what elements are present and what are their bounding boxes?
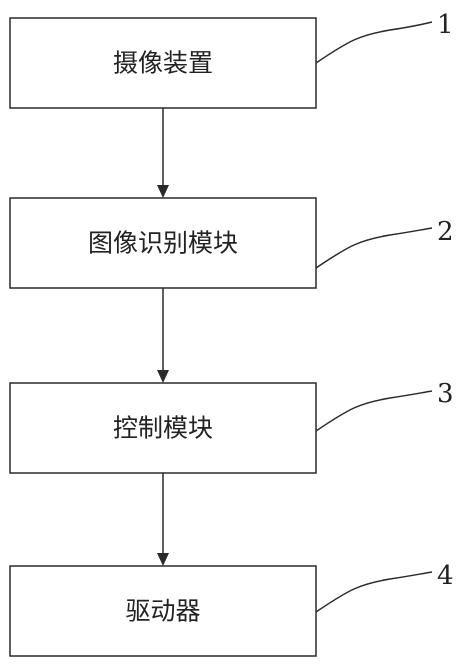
block-1: 摄像装置 [9,17,317,109]
block-4-label: 驱动器 [125,597,200,626]
arrow-3-head [157,553,169,566]
ref-label-2: 2 [437,217,454,247]
block-4-box [9,565,317,657]
leader-4 [315,571,433,613]
leader-2 [315,227,433,269]
block-2-box [9,197,317,289]
block-1-box [9,17,317,109]
block-3: 控制模块 [9,382,317,474]
leader-3 [315,390,433,432]
block-2: 图像识别模块 [9,197,317,289]
block-1-label: 摄像装置 [113,49,213,78]
leader-1 [315,21,433,64]
block-2-label: 图像识别模块 [88,229,238,258]
block-4: 驱动器 [9,565,317,657]
arrow-1-head [157,185,169,198]
arrow-1-to-2 [157,108,169,198]
arrow-2-head [157,370,169,383]
ref-label-1: 1 [437,10,454,40]
arrow-2-to-3 [157,288,169,383]
ref-label-4: 4 [437,561,454,591]
ref-label-3: 3 [437,379,454,409]
block-3-label: 控制模块 [113,414,213,443]
arrow-3-to-4 [157,473,169,566]
